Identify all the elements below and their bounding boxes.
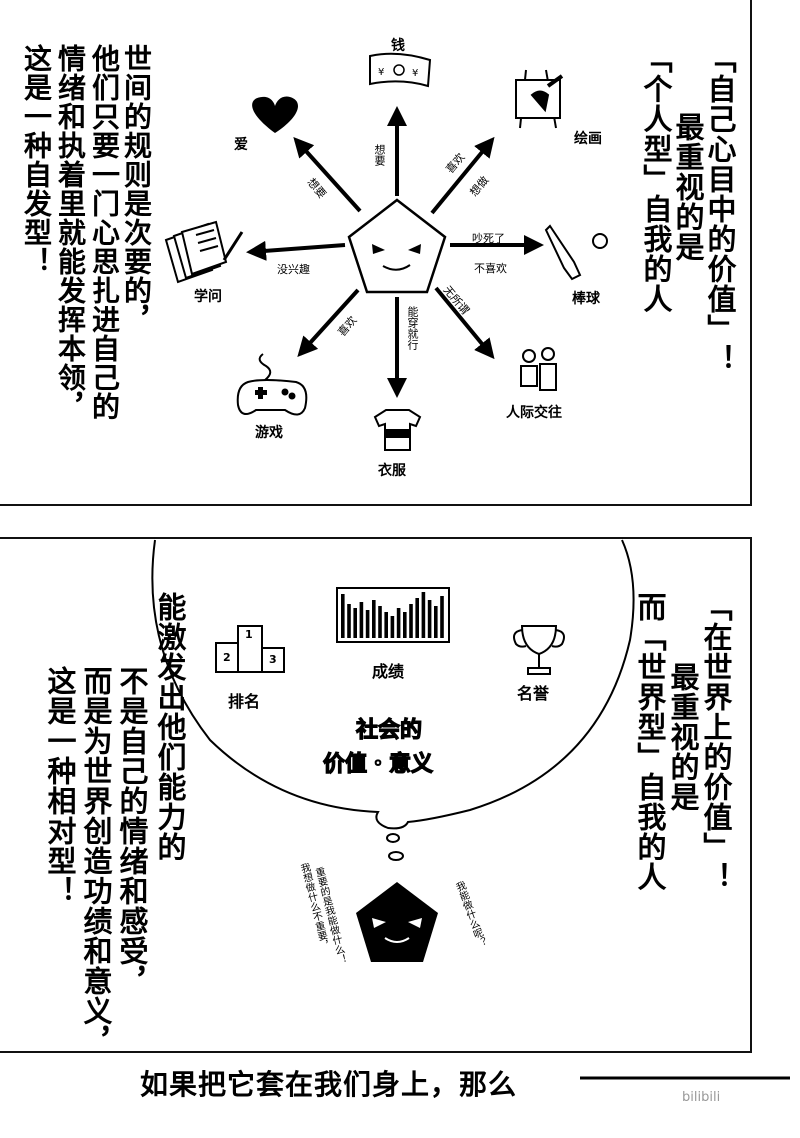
bottom-right-col-2: 最重视的是	[666, 662, 700, 812]
bottom-right-col-1: 而「世界型」自我的人	[633, 592, 667, 892]
thought-bubble	[151, 539, 635, 830]
label-baseball: 棒球	[572, 291, 600, 307]
black-pentagon-face-icon	[356, 882, 438, 962]
mini-bar	[396, 608, 401, 638]
mini-bar	[415, 598, 419, 638]
pentagon-face-icon	[347, 198, 447, 294]
podium-third: 3	[269, 653, 277, 666]
arrow-relations	[434, 286, 495, 360]
money-bill-icon: ¥ ¥	[369, 52, 432, 88]
bottom-right-col-3: 「在世界上的价值」！	[699, 592, 733, 892]
label-results: 成绩	[372, 662, 405, 681]
mini-bar	[365, 610, 370, 638]
left-text-col-1: 世间的规则是次要的，	[120, 44, 153, 334]
right-text-col-2: 最重视的是	[671, 112, 705, 262]
label-game: 游戏	[255, 425, 283, 441]
mini-bar	[353, 608, 357, 638]
bottom-left-col-4: 这是一种相对型！	[43, 666, 77, 906]
papers-icon	[164, 220, 244, 284]
label-ranking: 排名	[228, 692, 261, 711]
label-study: 学问	[194, 289, 222, 305]
podium-first: 1	[245, 628, 253, 641]
mini-bar	[378, 606, 382, 638]
mini-bar	[390, 616, 395, 638]
podium-icon	[215, 625, 285, 673]
bottom-panel	[0, 537, 752, 1053]
left-text-col-3: 情绪和执着里就能发挥本领，	[54, 44, 87, 421]
arrow-painting	[430, 136, 495, 215]
game-controller-icon	[236, 353, 308, 416]
bar-chart-icon	[336, 587, 450, 643]
easel-icon	[515, 69, 564, 129]
people-icon	[520, 347, 557, 391]
right-text-col-1: 「个人型」自我的人	[639, 44, 673, 314]
label-love: 爱	[234, 137, 248, 153]
mini-bar	[341, 594, 345, 638]
mini-bar	[440, 596, 444, 638]
baseball-bat-icon	[544, 224, 608, 281]
label-relations: 人际交往	[506, 405, 562, 421]
arrow-label-study: 没兴趣	[277, 263, 310, 276]
bottom-left-col-1: 能激发出他们能力的	[153, 592, 187, 862]
mini-bar	[421, 592, 426, 638]
mini-bar	[372, 600, 376, 638]
heart-icon	[252, 96, 298, 133]
label-money: 钱	[391, 38, 405, 54]
label-painting: 绘画	[574, 131, 602, 147]
arrow-label-baseball-2: 不喜欢	[474, 262, 507, 275]
podium-second: 2	[223, 651, 231, 664]
mini-bar	[384, 612, 388, 638]
mini-bar	[434, 606, 438, 638]
bottom-left-col-2: 不是自己的情绪和感受，	[115, 666, 149, 996]
mini-bar	[403, 612, 407, 638]
mini-bar	[359, 602, 364, 638]
mini-bar	[427, 600, 432, 638]
arrow-label-money: 想要	[373, 144, 386, 166]
shirt-icon	[373, 409, 422, 451]
mini-bar	[409, 604, 413, 638]
label-social-value-2: 价值・意义	[322, 751, 434, 777]
trophy-icon	[513, 625, 565, 675]
label-honor: 名誉	[517, 684, 550, 703]
watermark-logo: bilibili	[682, 1090, 721, 1105]
page-caption: 如果把它套在我们身上，那么	[140, 1068, 518, 1101]
arrow-label-clothes: 能穿就行	[406, 306, 419, 350]
mini-bar	[347, 604, 351, 638]
bottom-left-col-3: 而是为世界创造功绩和意义，	[79, 666, 113, 1056]
label-clothes: 衣服	[378, 463, 406, 479]
arrow-study	[246, 240, 346, 261]
arrow-game	[297, 288, 360, 357]
left-text-col-2: 他们只要一门心思扎进自己的	[88, 44, 121, 421]
arrow-love	[293, 137, 362, 213]
svg-text:¥: ¥	[412, 68, 418, 79]
left-text-col-4: 这是一种自发型！	[20, 44, 53, 276]
svg-text:¥: ¥	[378, 67, 384, 78]
arrow-label-baseball-1: 吵死了	[472, 232, 505, 245]
label-social-value-1: 社会的	[355, 717, 423, 743]
right-text-col-3: 「自己心目中的价值」！	[703, 44, 737, 374]
